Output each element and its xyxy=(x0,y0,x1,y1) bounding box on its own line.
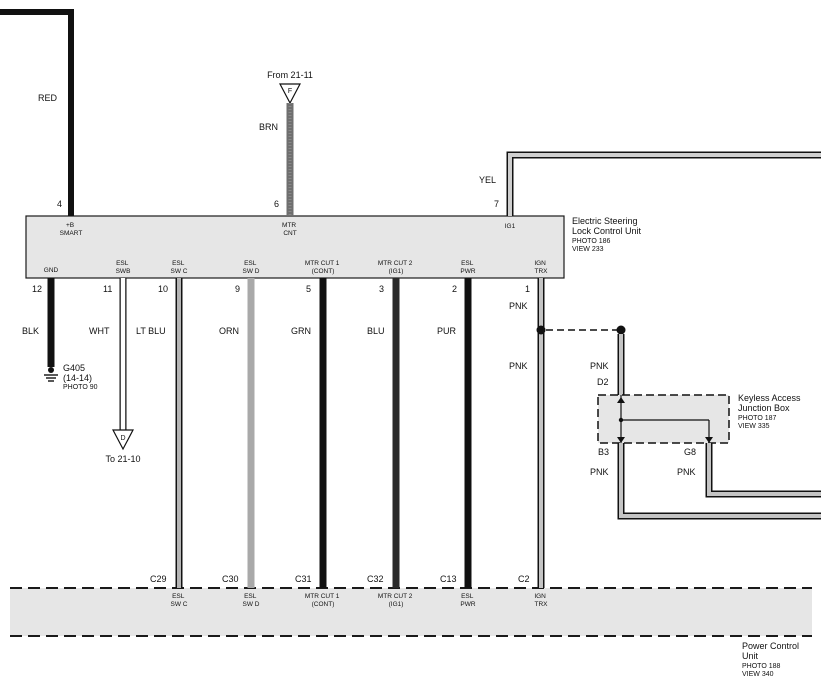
bottom-pin-label-12: GND xyxy=(44,267,59,274)
wire-pnk-g8-core xyxy=(707,443,821,496)
pcu-pin-c32: C32 xyxy=(367,574,384,584)
pcu-pin-label-c31: MTR CUT 1 (CONT) xyxy=(305,593,341,608)
wire-label-blu: BLU xyxy=(367,326,385,336)
connector-f-letter: F xyxy=(288,88,292,95)
junction-arrow-up xyxy=(617,397,625,403)
pcu-pin-c30: C30 xyxy=(222,574,239,584)
junction-arrow-g8 xyxy=(705,437,713,443)
wire-label-brn: BRN xyxy=(259,122,278,132)
wire-label-lt-blu: LT BLU xyxy=(136,326,166,336)
wire-label-pnk-5: PNK xyxy=(677,467,696,477)
esl-unit-box xyxy=(25,215,565,279)
junction-pin-d2: D2 xyxy=(597,377,609,387)
pcu-pin-label-c29: ESL SW C xyxy=(171,593,188,608)
connector-from-f: F From 21-11 xyxy=(267,70,313,105)
pcu-pin-c2: C2 xyxy=(518,574,530,584)
wire-label-pnk-1: PNK xyxy=(509,301,528,311)
bottom-pin-number-5: 5 xyxy=(306,284,311,294)
connector-d-letter: D xyxy=(120,435,125,442)
ground-name: G405 xyxy=(63,363,85,373)
wire-label-pur: PUR xyxy=(437,326,457,336)
bottom-pin-label-1: IGN TRX xyxy=(534,260,548,275)
bottom-pin-number-1: 1 xyxy=(525,284,530,294)
top-pin-label-6: MTR CNT xyxy=(282,222,298,237)
ground-photo: PHOTO 90 xyxy=(63,384,98,391)
bottom-pin-number-3: 3 xyxy=(379,284,384,294)
wire-label-pnk-2: PNK xyxy=(509,361,528,371)
pcu-pin-label-c30: ESL SW D xyxy=(243,593,260,608)
wire-label-red: RED xyxy=(38,93,58,103)
splice-dot-right xyxy=(616,325,626,335)
bottom-pin-label-5: MTR CUT 1 (CONT) xyxy=(305,260,341,275)
wire-pnk-b3-core xyxy=(619,443,821,518)
top-pin-number-6: 6 xyxy=(274,199,279,209)
wire-label-wht: WHT xyxy=(89,326,110,336)
connector-f-triangle xyxy=(279,83,301,105)
wire-label-orn: ORN xyxy=(219,326,239,336)
top-pin-number-4: 4 xyxy=(57,199,62,209)
pcu-body xyxy=(10,588,812,636)
pcu-pin-c31: C31 xyxy=(295,574,312,584)
keyless-access-junction-box: Keyless Access Junction Box PHOTO 187 VI… xyxy=(597,393,803,444)
wire-yel xyxy=(506,151,821,216)
wire-label-pnk-3: PNK xyxy=(590,361,609,371)
bottom-pin-number-10: 10 xyxy=(158,284,168,294)
pcu-pin-label-c2: IGN TRX xyxy=(534,593,548,608)
wire-label-blk: BLK xyxy=(22,326,39,336)
top-pin-number-7: 7 xyxy=(494,199,499,209)
junction-arrow-down xyxy=(617,437,625,443)
connector-d-text: To 21-10 xyxy=(105,454,140,464)
bottom-pin-label-11: ESL SWB xyxy=(116,260,131,275)
bottom-pin-label-2: ESL PWR xyxy=(460,260,475,275)
junction-box-name: Keyless Access Junction Box PHOTO 187 VI… xyxy=(738,393,803,430)
pcu-pin-label-c13: ESL PWR xyxy=(460,593,475,608)
wire-label-yel: YEL xyxy=(479,175,496,185)
connector-d-triangle xyxy=(112,429,134,451)
bottom-pin-number-2: 2 xyxy=(452,284,457,294)
pcu-pin-c13: C13 xyxy=(440,574,457,584)
pcu-pin-c29: C29 xyxy=(150,574,167,584)
ground-g405: G405 (14-14) PHOTO 90 xyxy=(44,363,98,391)
wire-label-grn: GRN xyxy=(291,326,311,336)
ground-ref: (14-14) xyxy=(63,373,92,383)
top-pin-label-4: +B SMART xyxy=(60,222,83,237)
bottom-pin-number-9: 9 xyxy=(235,284,240,294)
ground-terminal xyxy=(48,367,54,373)
junction-pin-b3: B3 xyxy=(598,447,609,457)
wire-pnk-b3-outline xyxy=(617,443,821,520)
bottom-pin-label-9: ESL SW D xyxy=(243,260,260,275)
wire-label-pnk-4: PNK xyxy=(590,467,609,477)
connector-f-text: From 21-11 xyxy=(267,70,313,80)
wire-red xyxy=(0,9,74,216)
bottom-pin-label-10: ESL SW C xyxy=(171,260,188,275)
junction-internal-dot xyxy=(618,417,624,423)
junction-pin-g8: G8 xyxy=(684,447,696,457)
top-pin-label-7: IG1 xyxy=(505,223,516,230)
wire-yel-core xyxy=(508,153,821,216)
pcu-pin-label-c32: MTR CUT 2 (IG1) xyxy=(378,593,414,608)
pcu-name: Power Control Unit PHOTO 188 VIEW 340 xyxy=(742,641,802,678)
bottom-pin-number-12: 12 xyxy=(32,284,42,294)
esl-unit-name: Electric Steering Lock Control Unit PHOT… xyxy=(572,216,644,253)
splice-dot-left xyxy=(536,325,546,335)
wire-pnk-g8-outline xyxy=(705,443,821,498)
bottom-pin-label-3: MTR CUT 2 (IG1) xyxy=(378,260,414,275)
bottom-pin-number-11: 11 xyxy=(103,284,112,294)
power-control-unit xyxy=(10,587,812,637)
connector-to-d: D To 21-10 xyxy=(105,429,141,464)
